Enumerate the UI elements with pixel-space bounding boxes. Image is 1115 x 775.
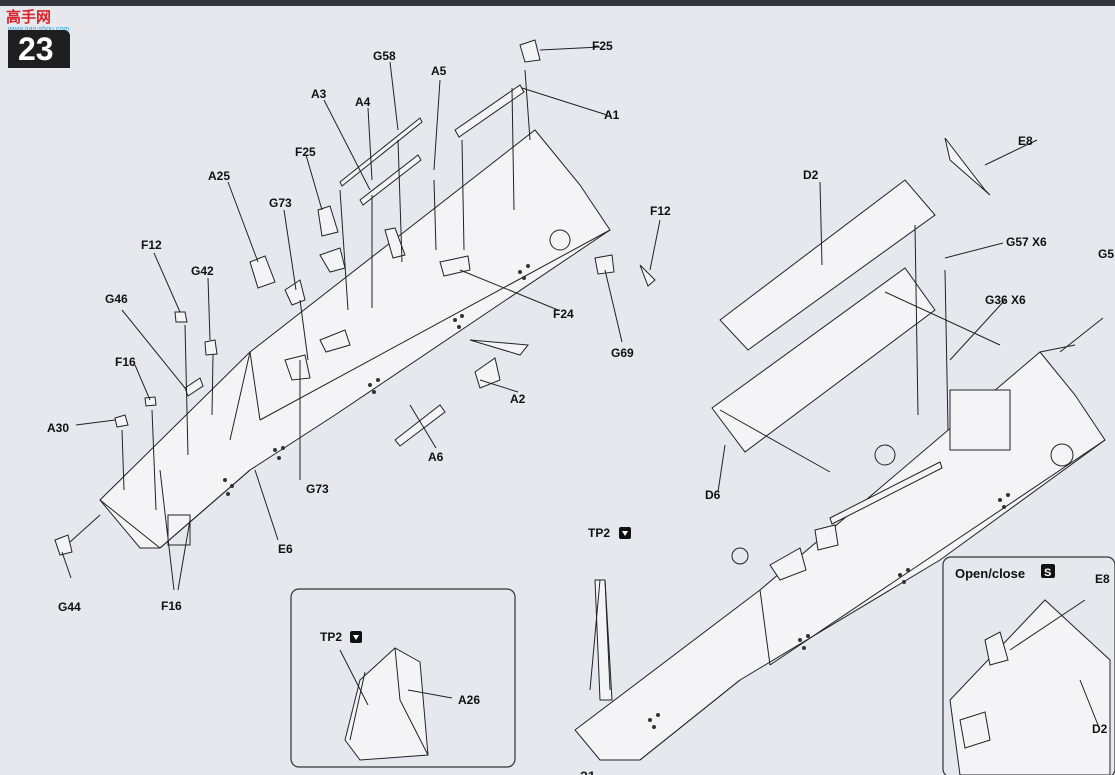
label-f12-left: F12 [141, 238, 162, 252]
label-a30: A30 [47, 421, 69, 435]
label-d2-inset: D2 [1092, 722, 1108, 736]
label-g58: G58 [373, 49, 396, 63]
site-logo-url: www.gao-shou.com [8, 26, 69, 33]
label-a1: A1 [604, 108, 620, 122]
label-g73-top: G73 [269, 196, 292, 210]
glue-icon-inset [350, 631, 362, 643]
right-hull [574, 137, 1106, 761]
label-e8: E8 [1018, 134, 1033, 148]
label-f16-bottom: F16 [161, 599, 182, 613]
inset-detail-a26 [290, 588, 516, 768]
label-g36: G36 X6 [985, 293, 1026, 307]
label-a25: A25 [208, 169, 230, 183]
label-d2: D2 [803, 168, 819, 182]
page-number: 21 [580, 768, 596, 775]
svg-text:S: S [1044, 567, 1051, 579]
label-e8-inset: E8 [1095, 572, 1110, 586]
label-g69: G69 [611, 346, 634, 360]
label-tp2-main: TP2 [588, 526, 610, 540]
label-tp2-inset: TP2 [320, 630, 342, 644]
label-a26: A26 [458, 693, 480, 707]
label-f24: F24 [553, 307, 574, 321]
label-a2: A2 [510, 392, 526, 406]
label-a3: A3 [311, 87, 327, 101]
inset-open-close [942, 556, 1115, 775]
label-f25: F25 [295, 145, 316, 159]
label-f12-right: F12 [650, 204, 671, 218]
open-close-icon: S [1041, 564, 1055, 579]
site-watermark: 高手网 www.gao-shou.com [6, 6, 69, 33]
label-g44: G44 [58, 600, 81, 614]
label-g57: G57 X6 [1006, 235, 1047, 249]
label-g46: G46 [105, 292, 128, 306]
glue-icon-main [619, 527, 631, 539]
label-a4: A4 [355, 95, 371, 109]
label-a6: A6 [428, 450, 444, 464]
label-g42: G42 [191, 264, 214, 278]
label-f16-top: F16 [115, 355, 136, 369]
step-badge: 23 [8, 30, 70, 68]
label-e6: E6 [278, 542, 293, 556]
site-logo-text: 高手网 [6, 9, 52, 26]
label-g5-edge: G5 [1098, 247, 1114, 261]
open-close-title: Open/close [955, 566, 1025, 581]
label-g73-bottom: G73 [306, 482, 329, 496]
left-hull [54, 39, 661, 591]
step-number: 23 [18, 31, 54, 67]
label-a5: A5 [431, 64, 447, 78]
label-f25-top: F25 [592, 39, 613, 53]
label-d6: D6 [705, 488, 721, 502]
